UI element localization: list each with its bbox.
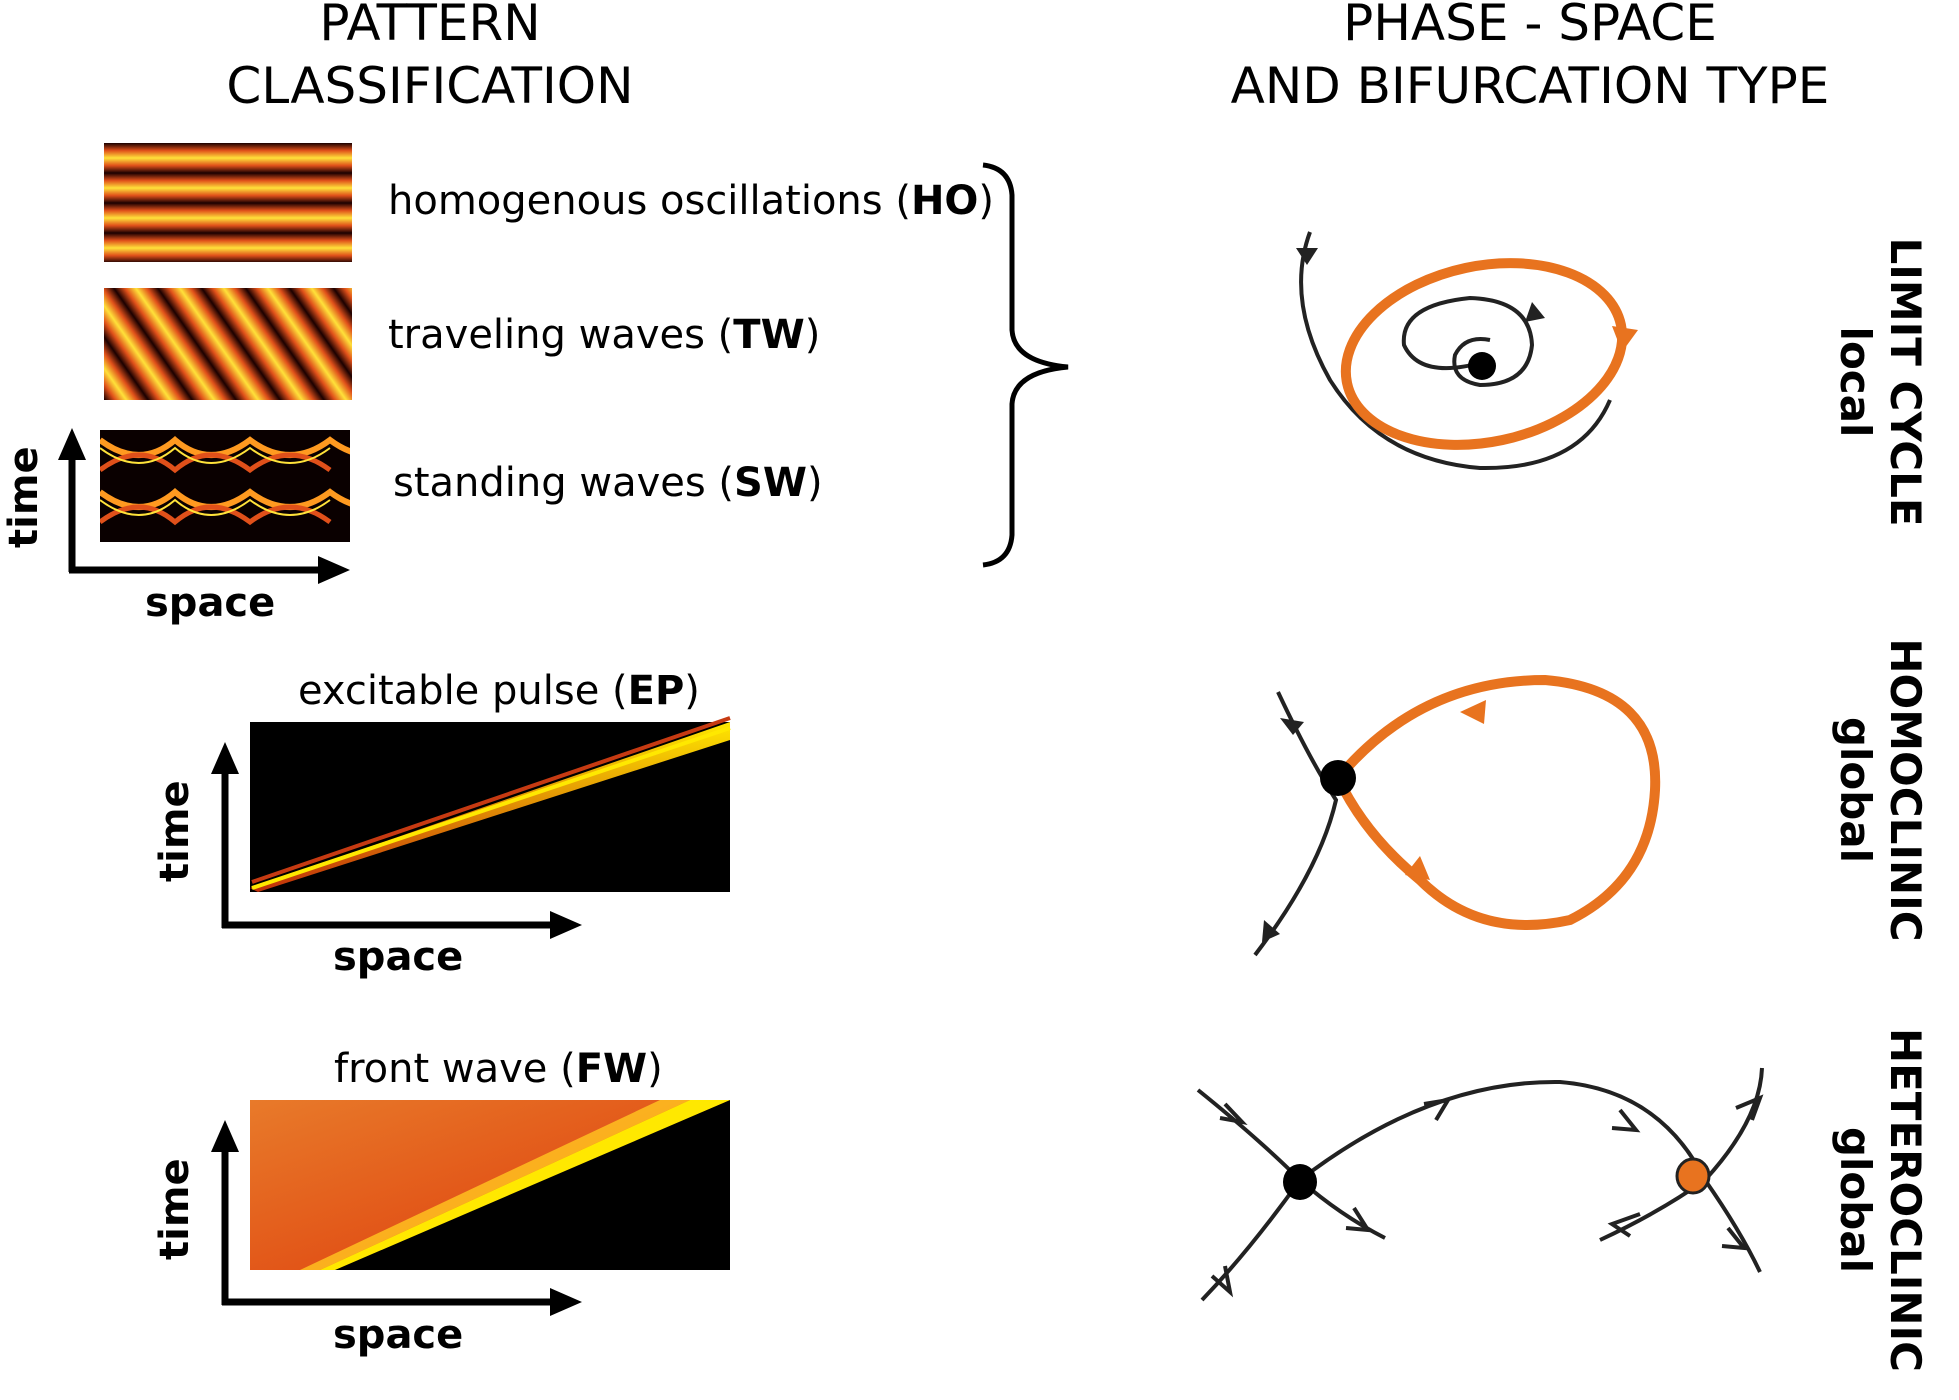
ho-label: homogenous oscillations (HO) (388, 178, 994, 224)
ho-label-close: ) (978, 178, 995, 224)
pattern-classification-heading: PATTERN CLASSIFICATION (226, 0, 634, 115)
phase-space-heading-line2: AND BIFURCATION TYPE (1230, 56, 1830, 115)
phase-space-heading: PHASE - SPACE AND BIFURCATION TYPE (1180, 0, 1880, 117)
top-time-arrowhead (58, 428, 86, 460)
heteroclinic-label: HETEROCLINIC global (1830, 1000, 1930, 1400)
heteroclinic-scope: global (1831, 1126, 1880, 1274)
limit-cycle-type: LIMIT CYCLE (1881, 237, 1930, 527)
limit-cycle-label: LIMIT CYCLE local (1830, 232, 1930, 532)
sw-label-text: standing waves ( (393, 460, 735, 506)
ep-label-text: excitable pulse ( (298, 668, 628, 714)
ep-time-arrowhead (211, 742, 239, 774)
ep-space-label: space (333, 934, 464, 980)
phase-space-heading-line1: PHASE - SPACE (1343, 0, 1717, 52)
ep-space-arrowhead (550, 911, 582, 939)
fw-label: front wave (FW) (334, 1046, 663, 1092)
limit-cycle-scope: local (1831, 326, 1880, 438)
tw-label-close: ) (804, 312, 821, 358)
ep-label-abbr: EP (627, 668, 685, 714)
homoclinic-type: HOMOCLINIC (1881, 638, 1930, 942)
homoclinic-portrait (1253, 674, 1661, 957)
ep-time-label: time (152, 780, 198, 882)
top-time-label: time (1, 446, 47, 548)
ho-label-text: homogenous oscillations ( (388, 178, 911, 224)
ep-label: excitable pulse (EP) (298, 668, 700, 714)
fw-time-arrowhead (211, 1120, 239, 1152)
grouping-brace (982, 162, 1069, 568)
fw-space-arrowhead (550, 1288, 582, 1316)
fw-pattern-image (250, 1100, 730, 1270)
sw-pattern-image (100, 430, 350, 542)
ho-pattern-image (104, 143, 352, 262)
sw-label-abbr: SW (734, 460, 807, 506)
heteroclinic-saddle-right (1675, 1157, 1711, 1195)
top-axes (68, 455, 325, 574)
tw-label-text: traveling waves ( (388, 312, 734, 358)
ho-label-abbr: HO (910, 178, 979, 224)
sw-label: standing waves (SW) (393, 460, 823, 506)
top-space-arrowhead (318, 556, 350, 584)
fw-time-label: time (152, 1158, 198, 1260)
homoclinic-scope: global (1831, 716, 1880, 864)
fw-label-text: front wave ( (334, 1046, 576, 1092)
top-space-label: space (145, 580, 276, 626)
tw-label: traveling waves (TW) (388, 312, 820, 358)
heteroclinic-saddle-left (1283, 1164, 1317, 1200)
fw-space-label: space (333, 1312, 464, 1358)
tw-pattern-image (104, 288, 352, 400)
heteroclinic-type: HETEROCLINIC (1881, 1027, 1930, 1373)
fw-label-abbr: FW (575, 1046, 648, 1092)
homoclinic-label: HOMOCLINIC global (1830, 615, 1930, 965)
ep-label-close: ) (684, 668, 700, 714)
ep-axes (221, 770, 555, 929)
tw-label-abbr: TW (733, 312, 805, 358)
sw-label-close: ) (806, 460, 823, 506)
fw-axes (221, 1148, 555, 1306)
limit-cycle-portrait (1296, 231, 1638, 471)
ep-pattern-image (250, 716, 731, 892)
fw-label-close: ) (647, 1046, 663, 1092)
